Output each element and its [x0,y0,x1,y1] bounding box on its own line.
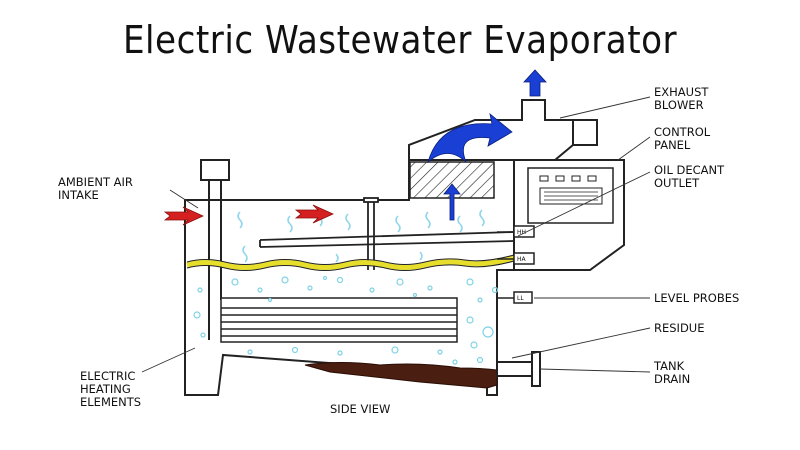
label-exhaust-blower: EXHAUST BLOWER [654,85,712,112]
probe-hh [513,225,535,238]
view-caption: SIDE VIEW [330,402,390,416]
label-ambient-air-intake: AMBIENT AIR INTAKE [58,175,137,202]
center-rod [363,197,379,270]
intake-arrow-inner [294,204,334,224]
probe-ha [513,252,535,265]
intake-arrow-outer [163,206,204,226]
label-control-panel: CONTROL PANEL [654,125,714,152]
probe-ha-label: HA [517,256,527,263]
label-residue: RESIDUE [654,321,705,335]
probe-ll-label: LL [517,295,524,302]
label-tank-drain: TANK DRAIN [653,359,690,386]
exhaust-arrow-top [523,69,547,97]
tank-drain [496,351,541,387]
label-level-probes: LEVEL PROBES [654,291,739,305]
exhaust-arrow-up-filter [443,183,461,221]
level-probes [497,225,535,304]
diagram-title: Electric Wastewater Evaporator [122,18,678,62]
probe-hh-label: HH [517,229,526,236]
heating-elements [220,297,458,343]
label-oil-decant-outlet: OIL DECANT OUTLET [654,163,728,190]
water-bubbles [193,275,499,365]
probe-ll [513,291,533,304]
oil-decant-pipe [259,231,515,248]
water-surface [186,255,515,270]
label-electric-heating-elements: ELECTRIC HEATING ELEMENTS [80,369,141,409]
exhaust-arrow-curved [427,112,513,164]
control-panel [513,159,625,271]
leader-lines [141,96,651,373]
